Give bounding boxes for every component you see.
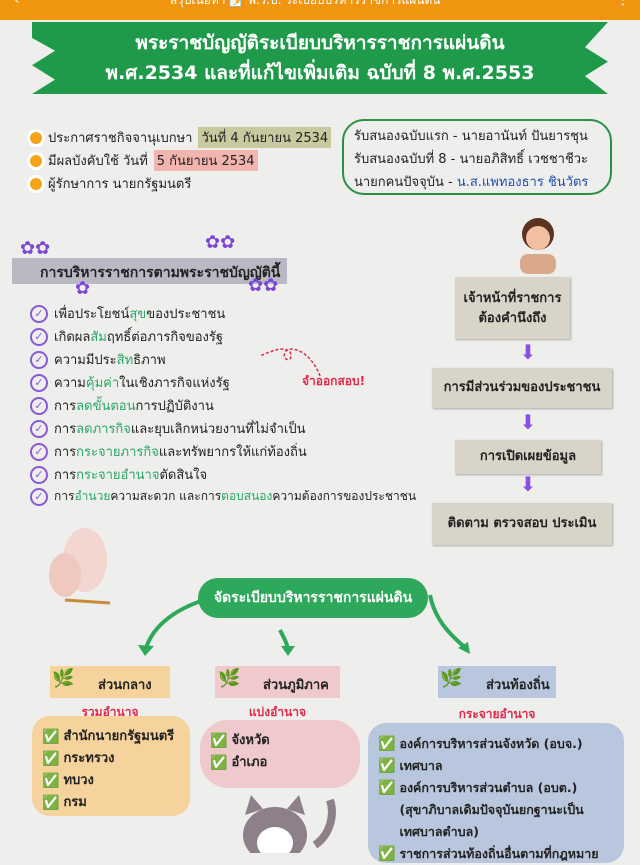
check-icon: ✓ [30, 419, 48, 438]
branch-subtitle: กระจายอำนาจ [458, 707, 536, 721]
list-item: ✅เทศบาล [378, 755, 614, 777]
pm-line: นายกคนปัจจุบัน - น.ส.แพทองธาร ชินวัตร [354, 171, 600, 194]
flower-icon: ✿✿ [205, 232, 236, 253]
branch-subtitle: แบ่งอำนาจ [248, 705, 307, 719]
central-list: ✅สำนักนายกรัฐมนตรี ✅กระทรวง ✅ทบวง ✅กรม [32, 716, 190, 816]
list-item: ✅กระทรวง [42, 748, 180, 770]
check-icon: ✓ [30, 350, 48, 369]
cat-illustration [243, 795, 336, 853]
memo-note: จำออกสอบ! [302, 374, 366, 388]
info-label: ผู้รักษาการ นายกรัฐมนตรี [48, 177, 192, 192]
title-line-2: พ.ศ.2534 และที่แก้ไขเพิ่มเติม ฉบับที่ 8 … [105, 62, 535, 84]
branch-title: ส่วนท้องถิ่น [486, 678, 550, 693]
check-icon: ✅ [378, 780, 396, 796]
check-icon: ✓ [30, 442, 48, 461]
principle-item: ✓ความมีประสิทธิภาพ [30, 349, 166, 370]
flow-step: การมีส่วนร่วมของประชาชน [432, 368, 612, 408]
branch-arrows [138, 594, 470, 656]
flower-bullet-icon [30, 177, 42, 190]
branch-title: ส่วนภูมิภาค [263, 678, 329, 693]
flow-step: การเปิดเผยข้อมูล [455, 440, 601, 474]
center-node: จัดระเบียบบริหารราชการแผ่นดิน [198, 578, 428, 618]
flow-step: เจ้าหน้าที่ราชการ ต้องคำนึงถึง [455, 277, 570, 339]
title-line-1: พระราชบัญญัติระเบียบบริหารราชการแผ่นดิน [135, 32, 505, 54]
flower-icon: ✿✿ [248, 275, 279, 296]
flower-bullet-icon [30, 131, 42, 144]
list-item: ✅จังหวัด [210, 730, 350, 752]
check-icon: ✅ [42, 729, 60, 745]
info-label: มีผลบังคับใช้ วันที่ [48, 154, 148, 169]
principle-item: ✓การกระจายอำนาจตัดสินใจ [30, 464, 207, 485]
info-item: ผู้รักษาการ นายกรัฐมนตรี [30, 173, 191, 194]
butterfly-illustration [49, 528, 111, 605]
pm-current-name: น.ส.แพทองธาร ชินวัตร [456, 175, 589, 190]
curly-arrow-icon [259, 348, 321, 377]
menu-button[interactable]: ⋮ [616, 0, 630, 8]
flow-step: ติดตาม ตรวจสอบ ประเมิน [432, 503, 612, 545]
check-icon: ✓ [30, 373, 48, 392]
flower-bullet-icon [30, 154, 42, 167]
info-item: ประกาศราชกิจจานุเบกษา วันที่ 4 กันยายน 2… [30, 127, 332, 148]
branch-title-local: ส่วนท้องถิ่น [438, 666, 556, 698]
down-arrow-icon: ⬇ [519, 340, 537, 364]
principle-item: ✓การกระจายภารกิจและทรัพยากรให้แก่ท้องถิ่… [30, 441, 307, 462]
check-icon: ✅ [42, 773, 60, 789]
list-item: ✅ราชการส่วนท้องถิ่นอื่นตามที่กฎหมาย [378, 843, 614, 865]
check-icon: ✅ [378, 758, 396, 774]
info-item: มีผลบังคับใช้ วันที่ 5 กันยายน 2534 [30, 150, 258, 171]
down-arrow-icon: ⬇ [519, 472, 537, 496]
list-item: ✅สำนักนายกรัฐมนตรี [42, 726, 180, 748]
branch-title-central: ส่วนกลาง [50, 666, 170, 698]
check-icon: ✅ [42, 751, 60, 767]
branch-subtitle: รวมอำนาจ [81, 705, 139, 719]
principle-item: ✓การลดขั้นตอนการปฏิบัติงาน [30, 395, 214, 416]
woman-illustration [520, 218, 556, 274]
check-icon: ✓ [30, 465, 48, 484]
info-label: ประกาศราชกิจจานุเบกษา [48, 131, 193, 146]
post-title: สรุปเนื้อหา 📝 พ.ร.บ. ระเบียบบริหารราชการ… [170, 0, 441, 7]
branch-title: ส่วนกลาง [98, 678, 152, 693]
principle-item: ✓เพื่อประโยชน์สุขของประชาชน [30, 303, 225, 324]
plant-icon: 🌿 [440, 668, 463, 689]
down-arrow-icon: ⬇ [519, 410, 537, 434]
check-icon: ✅ [378, 736, 396, 752]
regional-list: ✅จังหวัด ✅อำเภอ [200, 720, 360, 788]
list-item: ✅ทบวง [42, 770, 180, 792]
plant-icon: 🌿 [52, 668, 75, 689]
info-highlight: 5 กันยายน 2534 [153, 150, 258, 171]
check-icon: ✅ [210, 755, 228, 771]
pm-line: รับสนองฉบับแรก - นายอานันท์ ปันยารชุน [354, 129, 588, 144]
list-item: ✅อำเภอ [210, 752, 350, 774]
info-highlight: วันที่ 4 กันยายน 2534 [198, 127, 332, 148]
pm-line: รับสนองฉบับที่ 8 - นายอภิสิทธิ์ เวชชาชีว… [354, 152, 589, 167]
principle-item: ✓การลดภารกิจและยุบเลิกหน่วยงานที่ไม่จำเป… [30, 418, 305, 439]
check-icon: ✅ [210, 733, 228, 749]
back-button[interactable]: ‹ [14, 0, 20, 8]
section-heading: การบริหารราชการตามพระราชบัญญัตินี้ [12, 258, 287, 284]
check-icon: ✅ [378, 846, 396, 862]
top-bar: ‹ สรุปเนื้อหา 📝 พ.ร.บ. ระเบียบบริหารราชก… [0, 0, 640, 20]
list-item: ✅กรม [42, 792, 180, 814]
plant-icon: 🌿 [218, 668, 241, 689]
check-icon: ✅ [42, 795, 60, 811]
check-icon: ✓ [30, 396, 48, 415]
flower-icon: ✿✿ [20, 238, 51, 259]
check-icon: ✓ [30, 487, 48, 506]
principle-item: ✓เกิดผลสัมฤทธิ์ต่อภารกิจของรัฐ [30, 326, 223, 347]
pm-current-label: นายกคนปัจจุบัน - [354, 175, 457, 190]
branch-title-regional: ส่วนภูมิภาค [215, 666, 340, 698]
prime-minister-box: รับสนองฉบับแรก - นายอานันท์ ปันยารชุน รั… [342, 119, 612, 195]
list-item: ✅องค์การบริหารส่วนตำบล (อบต.) (สุขาภิบาล… [378, 777, 614, 843]
title-banner: พระราชบัญญัติระเบียบบริหารราชการแผ่นดิน … [32, 22, 608, 94]
check-icon: ✓ [30, 304, 48, 323]
check-icon: ✓ [30, 327, 48, 346]
local-list: ✅องค์การบริหารส่วนจังหวัด (อบจ.) ✅เทศบาล… [368, 723, 624, 863]
flower-icon: ✿ [75, 278, 91, 299]
principle-item: ✓การอำนวยความสะดวก และการตอบสนองความต้อง… [30, 487, 416, 506]
list-item: ✅องค์การบริหารส่วนจังหวัด (อบจ.) [378, 733, 614, 755]
principle-item: ✓ความคุ้มค่าในเชิงภารกิจแห่งรัฐ [30, 372, 230, 393]
